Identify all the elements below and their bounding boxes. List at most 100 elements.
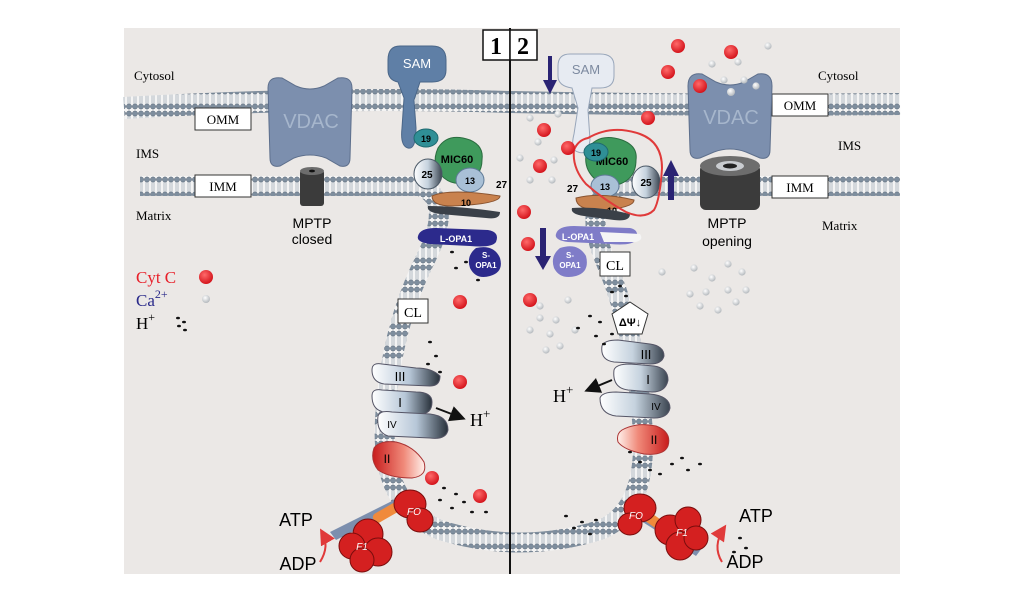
complex-iv-label-right: IV xyxy=(651,402,661,413)
proton-particle xyxy=(610,290,614,294)
adp-to-atp-arrow-right xyxy=(710,524,727,563)
calcium-particle xyxy=(724,286,732,294)
s-opa1-a-right: S- xyxy=(566,251,574,260)
mic27-label-left: 27 xyxy=(496,180,508,191)
calcium-particle xyxy=(554,110,562,118)
ims-label-left: IMS xyxy=(136,146,159,161)
cyt-c-particle xyxy=(473,489,487,503)
proton-particle xyxy=(438,498,442,502)
calcium-particle xyxy=(534,138,542,146)
vdac-label-right: VDAC xyxy=(703,107,759,129)
legend-proton-dots xyxy=(176,316,187,332)
cyt-c-particle xyxy=(523,293,537,307)
legend: Cyt C Ca2+ H+ xyxy=(136,268,213,333)
complex-i-label-right: I xyxy=(646,372,650,387)
proton-particle xyxy=(628,450,632,454)
cl-label-left: CL xyxy=(404,306,422,321)
cl-box-right xyxy=(599,251,631,277)
proton-particle xyxy=(648,468,652,472)
calcium-particle xyxy=(526,114,534,122)
cyt-c-particle xyxy=(453,295,467,309)
delta-psi-label: ΔΨ↓ xyxy=(619,317,641,329)
f1-label-right: F1 xyxy=(676,528,688,539)
f1-label-left: F1 xyxy=(356,542,368,553)
h-plus-left: H+ xyxy=(470,406,490,430)
l-opa1-label-left: L-OPA1 xyxy=(440,234,472,244)
proton-particle xyxy=(484,510,488,514)
s-opa1-b-left: OPA1 xyxy=(475,261,497,270)
proton-particle xyxy=(670,462,674,466)
calcium-particle xyxy=(552,316,560,324)
omm-label-right: OMM xyxy=(784,98,817,113)
omm-box-right xyxy=(771,93,829,117)
s-opa1-a-left: S- xyxy=(482,251,490,260)
proton-particle xyxy=(732,550,736,554)
calcium-particle xyxy=(526,326,534,334)
proton-particles xyxy=(426,250,748,554)
proton-particle xyxy=(698,462,702,466)
cyt-c-particle xyxy=(537,123,551,137)
calcium-particle xyxy=(708,274,716,282)
adp-to-atp-arrow-left xyxy=(319,528,335,563)
proton-particle xyxy=(638,460,642,464)
mptp-closed-line1: MPTP xyxy=(293,215,332,231)
cytochrome-c-particles xyxy=(425,39,738,503)
cyt-c-particle xyxy=(693,79,707,93)
complex-ii-label-left: II xyxy=(384,452,391,466)
s-opa1-b-right: OPA1 xyxy=(559,261,581,270)
panel-1-box xyxy=(482,29,511,61)
opa1-left: L-OPA1 S- OPA1 xyxy=(417,228,501,277)
cyt-c-particle xyxy=(561,141,575,155)
mptp-closed: MPTP closed xyxy=(292,167,332,247)
complex-iii-label-left: III xyxy=(395,369,406,384)
calcium-particle xyxy=(738,268,746,276)
omm-box-left xyxy=(194,107,252,131)
imm-label-right: IMM xyxy=(786,180,814,195)
micos-up-arrow xyxy=(663,160,679,200)
matrix-label-right: Matrix xyxy=(822,218,858,233)
proton-particle xyxy=(738,536,742,540)
panel-2-number: 2 xyxy=(517,34,529,60)
calcium-particle xyxy=(708,60,716,68)
proton-particle xyxy=(442,486,446,490)
calcium-particle xyxy=(546,330,554,338)
change-arrows xyxy=(535,56,679,270)
mic13-label-left: 13 xyxy=(465,176,475,186)
adp-label-right: ADP xyxy=(726,552,763,572)
proton-particle xyxy=(594,334,598,338)
mic27-label-right: 27 xyxy=(567,184,579,195)
calcium-particle xyxy=(740,76,748,84)
proton-particle xyxy=(470,510,474,514)
proton-particle xyxy=(464,260,468,264)
etc-right: III I IV II xyxy=(599,339,671,455)
sam-left: SAM xyxy=(387,45,447,149)
sam-label-right: SAM xyxy=(572,62,600,77)
proton-particle xyxy=(680,456,684,460)
proton-particle xyxy=(462,500,466,504)
atp-synthase-left: F1 FO xyxy=(330,489,434,573)
proton-particle xyxy=(454,492,458,496)
cyt-c-particle xyxy=(641,111,655,125)
proton-particle xyxy=(428,340,432,344)
legend-calcium-dot xyxy=(202,295,210,303)
complex-i-label-left: I xyxy=(398,395,402,410)
micos-complex-left: MIC60 19 25 13 10 27 xyxy=(413,128,508,219)
cyt-c-particle xyxy=(724,45,738,59)
l-opa1-label-right: L-OPA1 xyxy=(562,232,594,242)
opa1-down-arrow xyxy=(535,228,551,270)
proton-particle xyxy=(426,362,430,366)
delta-psi-marker xyxy=(611,301,649,335)
proton-particle xyxy=(588,532,592,536)
h-plus-right: H+ xyxy=(553,382,573,406)
calcium-particle xyxy=(542,346,550,354)
calcium-particle xyxy=(742,286,750,294)
calcium-particle xyxy=(536,302,544,310)
proton-particle xyxy=(658,472,662,476)
legend-cyt-c-dot xyxy=(199,270,213,284)
proton-particle xyxy=(744,546,748,550)
cyt-c-particle xyxy=(425,471,439,485)
mic19-label-right: 19 xyxy=(591,148,601,158)
calcium-particle xyxy=(734,58,742,66)
atp-synthase-right: FO F1 xyxy=(617,493,709,561)
imm-box-left xyxy=(194,174,252,198)
